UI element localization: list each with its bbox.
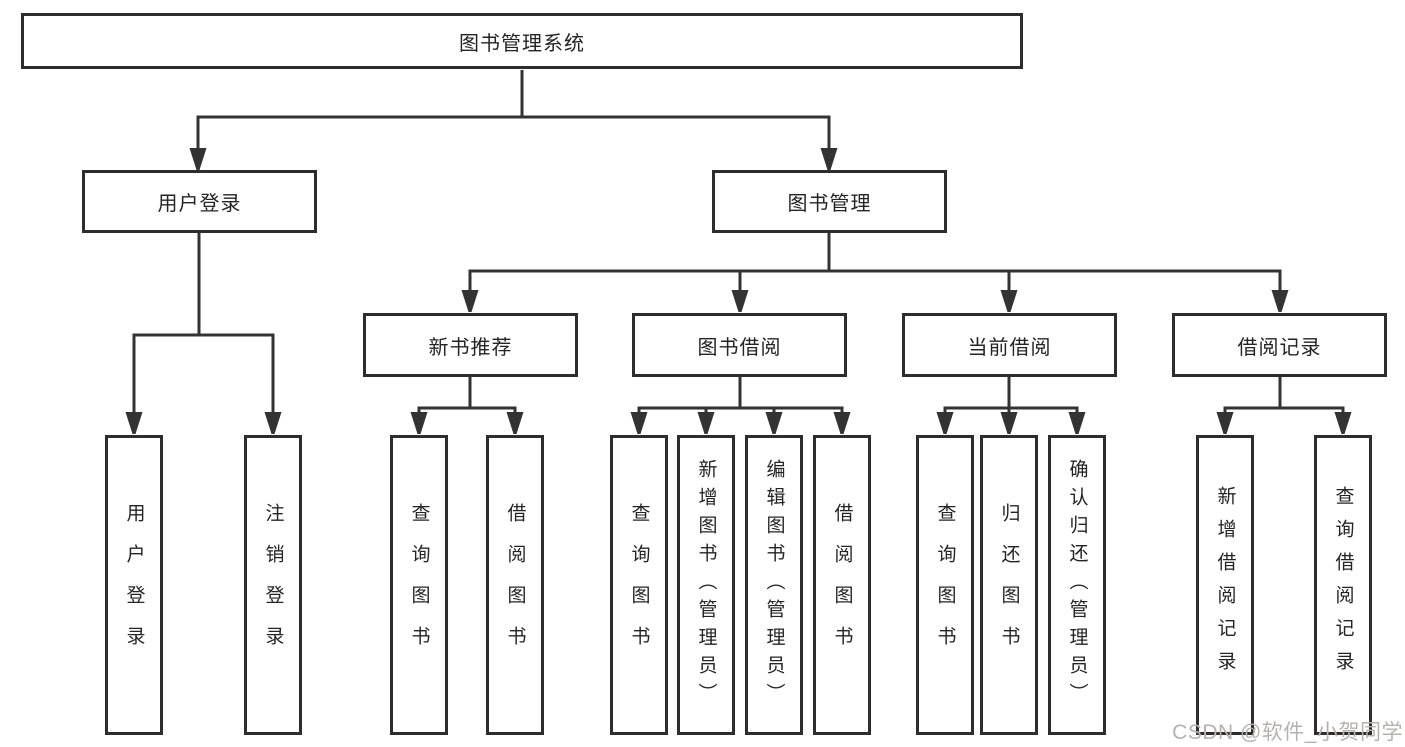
arrowhead <box>506 412 524 434</box>
arrowhead <box>1068 412 1086 434</box>
arrowhead <box>765 412 783 434</box>
leaf-label: 借阅图书 <box>831 503 853 667</box>
node-label: 图书借阅 <box>697 336 782 359</box>
arrowhead <box>410 412 428 434</box>
node-book-borrowing: 图书借阅 <box>632 313 847 377</box>
leaf-query-book-recommendation: 查询图书 <box>390 435 448 735</box>
leaf-query-book-borrowing: 查询图书 <box>610 435 668 735</box>
node-label: 当前借阅 <box>967 336 1052 359</box>
leaf-label: 查询图书 <box>408 503 430 667</box>
leaf-label: 新增图书（管理员） <box>695 459 717 711</box>
arrowhead <box>697 412 715 434</box>
node-label: 新书推荐 <box>428 336 513 359</box>
leaf-add-borrow-record: 新增借阅记录 <box>1196 435 1254 735</box>
node-book-management: 图书管理 <box>712 170 947 233</box>
csdn-watermark: CSDN @软件_小贺同学 <box>1172 721 1403 744</box>
arrowhead <box>731 290 749 312</box>
leaf-label: 编辑图书（管理员） <box>763 459 785 711</box>
node-borrowing-records: 借阅记录 <box>1172 313 1387 377</box>
arrowhead <box>1334 412 1352 434</box>
node-user-login: 用户登录 <box>82 170 317 233</box>
leaf-query-book-current: 查询图书 <box>916 435 974 735</box>
leaf-label: 查询借阅记录 <box>1332 486 1354 684</box>
leaf-label: 查询图书 <box>934 503 956 667</box>
arrowhead <box>1000 290 1018 312</box>
leaf-edit-book-admin: 编辑图书（管理员） <box>745 435 803 735</box>
leaf-borrow-book-recommendation: 借阅图书 <box>486 435 544 735</box>
arrowhead <box>833 412 851 434</box>
node-current-borrowing: 当前借阅 <box>902 313 1117 377</box>
leaf-label: 用户登录 <box>123 503 145 667</box>
leaf-label: 借阅图书 <box>504 503 526 667</box>
leaf-logout: 注销登录 <box>244 435 302 735</box>
leaf-add-book-admin: 新增图书（管理员） <box>677 435 735 735</box>
node-library-management-system: 图书管理系统 <box>21 13 1023 69</box>
arrowhead <box>1000 412 1018 434</box>
leaf-label: 注销登录 <box>262 503 284 667</box>
arrowhead <box>264 412 282 434</box>
leaf-label: 确认归还（管理员） <box>1066 459 1088 711</box>
node-label: 图书管理系统 <box>459 32 585 55</box>
leaf-label: 新增借阅记录 <box>1214 486 1236 684</box>
leaf-label: 查询图书 <box>628 503 650 667</box>
leaf-confirm-return-admin: 确认归还（管理员） <box>1048 435 1106 735</box>
leaf-label: 归还图书 <box>998 503 1020 667</box>
leaf-borrow-book: 借阅图书 <box>813 435 871 735</box>
leaf-return-book: 归还图书 <box>980 435 1038 735</box>
arrowhead <box>1216 412 1234 434</box>
arrowhead <box>461 290 479 312</box>
node-label: 图书管理 <box>787 193 872 215</box>
leaf-user-login: 用户登录 <box>105 435 163 735</box>
arrowhead <box>1271 290 1289 312</box>
arrowhead <box>189 148 207 170</box>
arrowhead <box>936 412 954 434</box>
node-new-book-recommendation: 新书推荐 <box>363 313 578 377</box>
arrowhead <box>630 412 648 434</box>
node-label: 借阅记录 <box>1237 336 1322 359</box>
arrowhead <box>820 148 838 170</box>
node-label: 用户登录 <box>157 193 242 215</box>
leaf-query-borrow-record: 查询借阅记录 <box>1314 435 1372 735</box>
arrowhead <box>125 412 143 434</box>
